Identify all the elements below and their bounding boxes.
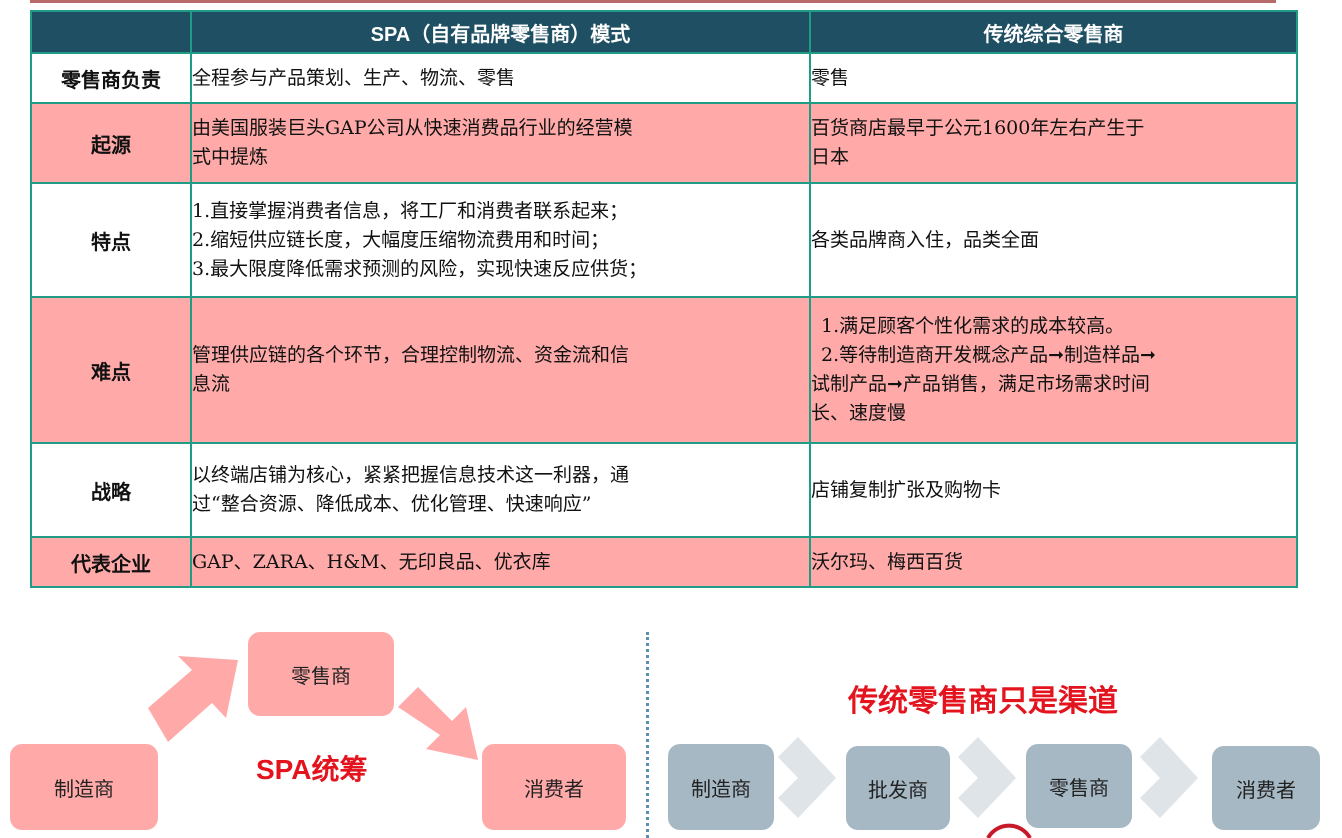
cell-line: 3.最大限度降低需求预测的风险，实现快速反应供货； [192,257,648,280]
cell-line: GAP、ZARA、H&M、无印良品、优衣库 [192,550,551,573]
cell-line: 零售 [811,66,850,89]
spa-consumer-box: 消费者 [482,744,626,830]
cell-line: 1.直接掌握消费者信息，将工厂和消费者联系起来； [192,199,629,222]
table-row: 代表企业 GAP、ZARA、H&M、无印良品、优衣库 沃尔玛、梅西百货 [30,536,1298,588]
table-row: 战略 以终端店铺为核心，紧紧把握信息技术这一利器，通 过“整合资源、降低成本、优… [30,442,1298,538]
traditional-cell: 店铺复制扩张及购物卡 [809,442,1298,538]
spa-cell: 管理供应链的各个环节，合理控制物流、资金流和信 息流 [190,296,811,444]
cell-line: 店铺复制扩张及购物卡 [811,478,1002,501]
traditional-cell: 1.满足顾客个性化需求的成本较高。 2.等待制造商开发概念产品➞制造样品➞ 试制… [809,296,1298,444]
cell-line: 式中提炼 [192,146,269,168]
trad-arrow-1 [778,737,836,818]
spa-arrow-up [148,656,238,742]
cell-line: 百货商店最早于公元1600年左右产生于 [811,117,1145,139]
red-circle-decoration [986,823,1032,838]
cell-line: 1.满足顾客个性化需求的成本较高。 [821,315,1125,337]
row-label: 战略 [30,442,192,538]
cell-line: 沃尔玛、梅西百货 [811,550,964,573]
trad-manufacturer-box: 制造商 [668,744,774,830]
header-traditional: 传统综合零售商 [809,10,1298,54]
trad-consumer-box: 消费者 [1212,746,1320,830]
traditional-title: 传统零售商只是渠道 [848,685,1118,718]
table-row: 起源 由美国服装巨头GAP公司从快速消费品行业的经营模 式中提炼 百货商店最早于… [30,102,1298,184]
cell-line: 由美国服装巨头GAP公司从快速消费品行业的经营模 [192,117,633,139]
top-rule [30,0,1276,3]
cell-line: 管理供应链的各个环节，合理控制物流、资金流和信 [192,344,630,366]
spa-cell: 1.直接掌握消费者信息，将工厂和消费者联系起来； 2.缩短供应链长度，大幅度压缩… [190,182,811,298]
traditional-cell: 百货商店最早于公元1600年左右产生于 日本 [809,102,1298,184]
comparison-table: SPA（自有品牌零售商）模式 传统综合零售商 零售商负责 全程参与产品策划、生产… [30,10,1298,588]
cell-line: 长、速度慢 [811,402,907,424]
header-spa: SPA（自有品牌零售商）模式 [190,10,811,54]
table-row: 难点 管理供应链的各个环节，合理控制物流、资金流和信 息流 1.满足顾客个性化需… [30,296,1298,444]
cell-line: 2.缩短供应链长度，大幅度压缩物流费用和时间； [192,228,610,251]
section-divider [646,632,649,838]
row-label: 零售商负责 [30,52,192,104]
row-label: 起源 [30,102,192,184]
spa-arrow-down [398,687,478,760]
cell-line: 以终端店铺为核心，紧紧把握信息技术这一利器，通 [192,464,630,486]
table-row: 零售商负责 全程参与产品策划、生产、物流、零售 零售 [30,52,1298,104]
spa-cell: 由美国服装巨头GAP公司从快速消费品行业的经营模 式中提炼 [190,102,811,184]
trad-arrow-2 [958,737,1016,818]
trad-retailer-box: 零售商 [1026,744,1132,828]
traditional-cell: 沃尔玛、梅西百货 [809,536,1298,588]
cell-line: 日本 [811,146,850,168]
traditional-cell: 零售 [809,52,1298,104]
spa-caption: SPA统筹 [256,754,368,785]
cell-line: 试制产品➞产品销售，满足市场需求时间 [811,373,1150,395]
cell-line: 全程参与产品策划、生产、物流、零售 [192,66,516,89]
spa-cell: GAP、ZARA、H&M、无印良品、优衣库 [190,536,811,588]
spa-cell: 全程参与产品策划、生产、物流、零售 [190,52,811,104]
cell-line: 2.等待制造商开发概念产品➞制造样品➞ [821,344,1156,366]
header-empty [30,10,192,54]
cell-line: 过“整合资源、降低成本、优化管理、快速响应” [192,493,592,515]
cell-line: 各类品牌商入住，品类全面 [811,228,1040,251]
cell-line: 息流 [192,373,231,395]
traditional-cell: 各类品牌商入住，品类全面 [809,182,1298,298]
spa-retailer-box: 零售商 [248,632,394,716]
spa-cell: 以终端店铺为核心，紧紧把握信息技术这一利器，通 过“整合资源、降低成本、优化管理… [190,442,811,538]
row-label: 难点 [30,296,192,444]
row-label: 特点 [30,182,192,298]
row-label: 代表企业 [30,536,192,588]
table-row: 特点 1.直接掌握消费者信息，将工厂和消费者联系起来； 2.缩短供应链长度，大幅… [30,182,1298,298]
table-header-row: SPA（自有品牌零售商）模式 传统综合零售商 [30,10,1298,54]
trad-arrow-3 [1140,737,1198,818]
spa-manufacturer-box: 制造商 [10,744,158,830]
trad-wholesaler-box: 批发商 [846,746,950,830]
